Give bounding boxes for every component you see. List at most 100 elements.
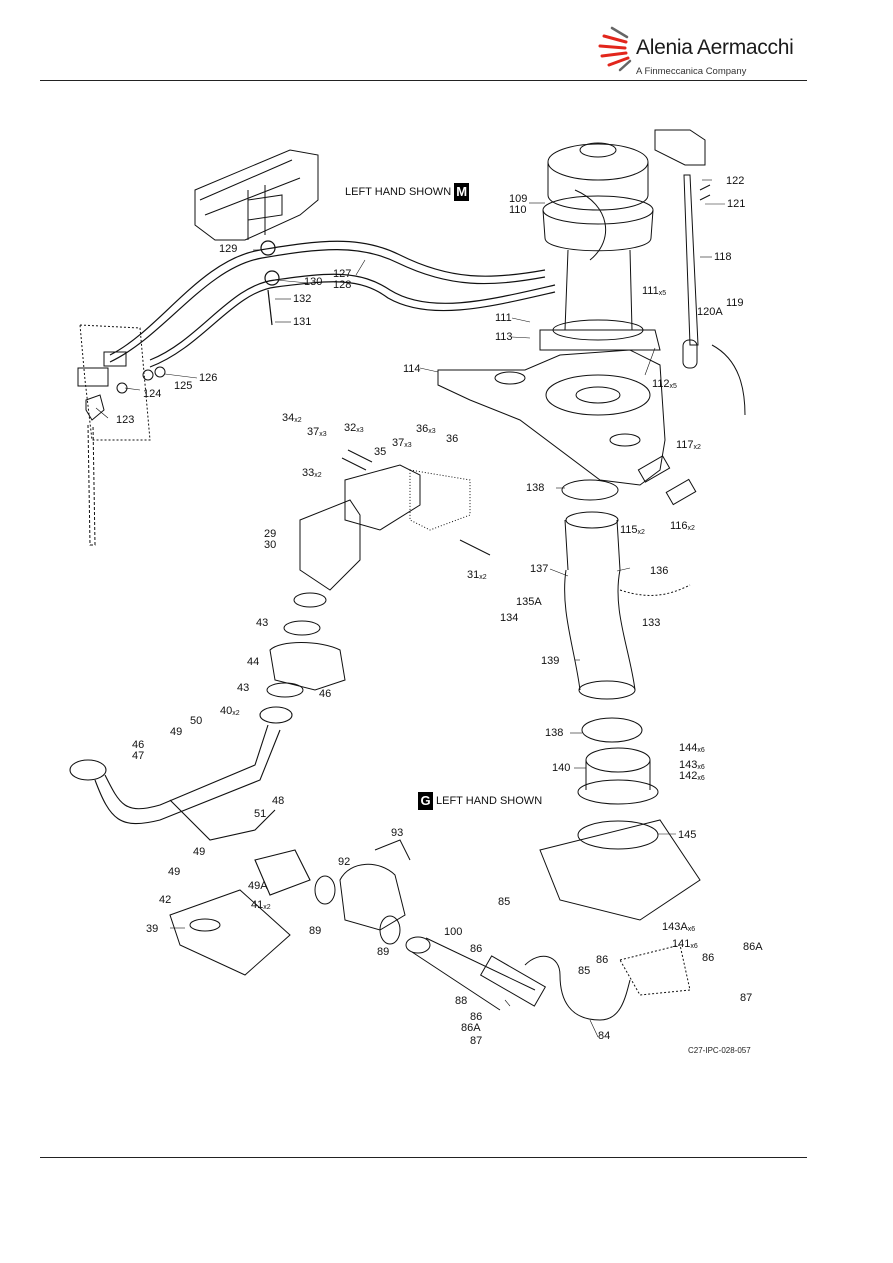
view-note-text: LEFT HAND SHOWN xyxy=(436,795,543,807)
callout: 40x2 xyxy=(220,705,240,717)
callout: 88 xyxy=(455,995,468,1007)
callout: 137 xyxy=(530,563,549,575)
callout: 113 xyxy=(495,331,513,343)
alenia-logo-icon xyxy=(598,26,632,72)
callout: 86A xyxy=(743,941,763,953)
view-note-m: LEFT HAND SHOWN M xyxy=(345,183,470,201)
brand-name: Alenia Aermacchi xyxy=(636,36,794,59)
callout: 50 xyxy=(190,715,203,727)
callout: 86 xyxy=(470,943,483,955)
coupling-clamps-drawing xyxy=(314,839,411,945)
callout: 87 xyxy=(740,992,753,1004)
callout: 47 xyxy=(132,750,145,762)
callout: 93 xyxy=(391,827,404,839)
callout: 43 xyxy=(237,682,250,694)
view-note-text: LEFT HAND SHOWN xyxy=(345,186,452,198)
view-note-g: G LEFT HAND SHOWN xyxy=(418,792,542,810)
callout: 144x6 xyxy=(679,742,705,754)
callout: 87 xyxy=(470,1035,483,1047)
support-rod-drawing xyxy=(654,129,746,416)
callout: 86 xyxy=(596,954,609,966)
callout: 145 xyxy=(678,829,697,841)
callout: 123 xyxy=(116,414,135,426)
callout: 85 xyxy=(498,896,511,908)
callout: 118 xyxy=(714,251,732,263)
callout: 136 xyxy=(650,565,669,577)
callout: 116x2 xyxy=(670,520,695,532)
callout: 49 xyxy=(193,846,206,858)
hinge-pins-drawing xyxy=(637,455,697,506)
callout: 49A xyxy=(248,880,268,892)
base-flange-drawing xyxy=(169,889,291,976)
callout: 39 xyxy=(146,923,159,935)
callout: 111x5 xyxy=(642,285,667,297)
callout: 111 xyxy=(495,312,512,324)
callout: 126 xyxy=(199,372,218,384)
callout: 130 xyxy=(304,276,323,288)
callout: 37x3 xyxy=(392,437,412,449)
callout: 143x6 xyxy=(679,759,705,771)
callout: 135A xyxy=(516,596,542,608)
callout: 138 xyxy=(526,482,545,494)
callout: 85 xyxy=(578,965,591,977)
callout: 86 xyxy=(470,1011,483,1023)
callout: 41x2 xyxy=(251,899,271,911)
callout: 92 xyxy=(338,856,351,868)
callout: 30 xyxy=(264,539,277,551)
callout: 29 xyxy=(264,528,277,540)
callout: 141x6 xyxy=(672,938,698,950)
figure-reference: C27-IPC-028-057 xyxy=(688,1046,751,1055)
callout: 86A xyxy=(461,1022,481,1034)
duct-bracket-drawing xyxy=(293,449,491,608)
callout: 100 xyxy=(444,926,463,938)
callout: 133 xyxy=(642,617,661,629)
callout: 131 xyxy=(293,316,312,328)
callout: 115x2 xyxy=(620,524,645,536)
brand-tagline: A Finmeccanica Company xyxy=(636,66,747,77)
callout: 34x2 xyxy=(282,412,302,424)
callout: 48 xyxy=(272,795,285,807)
header-divider xyxy=(40,80,807,81)
callout: 84 xyxy=(598,1030,611,1042)
callout: 139 xyxy=(541,655,560,667)
drain-tubes-drawing xyxy=(109,240,556,368)
mounting-plate-drawing xyxy=(437,349,666,486)
footer-divider xyxy=(40,1157,807,1158)
drain-tube-drawing xyxy=(405,936,691,1021)
view-letter-box: M xyxy=(454,183,470,201)
callout: 46 xyxy=(132,739,145,751)
callout: 138 xyxy=(545,727,564,739)
callout: 37x3 xyxy=(307,426,327,438)
lower-duct-drawing xyxy=(539,479,701,921)
callout: 132 xyxy=(293,293,312,305)
callout: 112x5 xyxy=(652,378,677,390)
elbow-duct-drawing xyxy=(69,706,311,896)
callout: 140 xyxy=(552,762,571,774)
clamp-drawing xyxy=(266,620,346,698)
callout: 134 xyxy=(500,612,519,624)
callout: 109 xyxy=(509,193,528,205)
callout: 32x3 xyxy=(344,422,364,434)
callout: 89 xyxy=(377,946,390,958)
callout: 120A xyxy=(697,306,723,318)
callout: 121 xyxy=(727,198,746,210)
callout: 35 xyxy=(374,446,387,458)
callout: 117x2 xyxy=(676,439,701,451)
callout: 110 xyxy=(509,204,527,216)
view-letter-box: G xyxy=(418,792,433,810)
callout: 49 xyxy=(168,866,181,878)
callout: 122 xyxy=(726,175,745,187)
callout: 124 xyxy=(143,388,162,400)
callout: 142x6 xyxy=(679,770,705,782)
callout: 119 xyxy=(726,297,744,309)
callout: 89 xyxy=(309,925,322,937)
callout: 51 xyxy=(254,808,267,820)
callout: 129 xyxy=(219,243,238,255)
structure-bracket-drawing xyxy=(194,149,319,241)
callout: 42 xyxy=(159,894,172,906)
callout: 44 xyxy=(247,656,260,668)
callout: 127 xyxy=(333,268,352,280)
callout: 36 xyxy=(446,433,459,445)
left-wall-fittings-drawing xyxy=(77,324,166,546)
